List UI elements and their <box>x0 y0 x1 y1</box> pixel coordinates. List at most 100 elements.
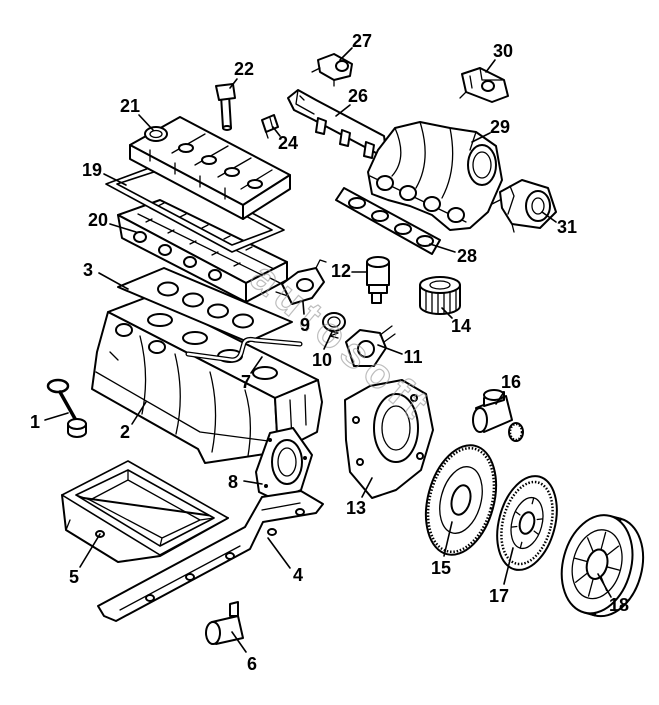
callout-label-13: 13 <box>346 498 366 518</box>
flywheel-face <box>439 466 483 534</box>
head-port-3 <box>183 256 197 268</box>
small-sensor-part <box>261 114 279 139</box>
coil-tip <box>222 125 232 131</box>
head-port-2 <box>158 244 172 256</box>
flywheel-part <box>424 444 498 556</box>
callout-label-9: 9 <box>300 315 310 335</box>
regulator-stub <box>311 67 335 87</box>
callout-label-10: 10 <box>312 350 332 370</box>
spark-plug-well-1 <box>178 143 194 153</box>
crankshaft-seal-housing-part <box>255 427 313 501</box>
sensor-hex <box>368 284 388 294</box>
intake-gasket-hole-2 <box>371 210 389 222</box>
callout-label-31: 31 <box>557 217 577 237</box>
engine-block-part <box>91 295 323 464</box>
seal-bolt-1 <box>268 438 272 442</box>
callout-labels: 1 2 3 4 5 6 7 8 9 10 11 12 13 14 15 16 1… <box>30 31 629 674</box>
dipstick-tube-part <box>185 336 303 363</box>
callout-label-28: 28 <box>457 246 477 266</box>
valve-cover-gasket-part <box>105 163 285 253</box>
leader-lines <box>44 47 612 653</box>
sensor-thread <box>371 292 382 304</box>
runner-port-4 <box>447 207 465 223</box>
intake-gasket-hole-4 <box>416 235 434 247</box>
leader-line-8 <box>243 480 263 485</box>
dipstick-tube-inner <box>186 338 302 362</box>
clutch-disc-springs <box>510 497 544 549</box>
plenum-opening-inner <box>472 151 492 179</box>
callout-label-12: 12 <box>331 261 351 281</box>
adapter-hole-4 <box>410 394 418 402</box>
oil-pan-part <box>61 460 229 563</box>
leader-line-30 <box>485 59 496 73</box>
head-gasket-bore-4 <box>232 313 254 329</box>
callout-label-11: 11 <box>403 347 422 367</box>
leader-line-31 <box>541 211 557 223</box>
valve-cover-gasket-ring <box>105 163 285 253</box>
leader-line-19 <box>103 173 127 186</box>
adapter-hole-3 <box>416 452 424 460</box>
callout-label-27: 27 <box>352 31 372 51</box>
leader-line-4 <box>267 537 291 569</box>
callout-label-15: 15 <box>431 558 451 578</box>
callout-label-4: 4 <box>293 565 303 585</box>
thermostat-inner <box>327 316 341 328</box>
callout-label-18: 18 <box>609 595 629 615</box>
head-port-4 <box>208 269 222 281</box>
callout-label-22: 22 <box>234 59 254 79</box>
throttle-body-part <box>491 179 557 233</box>
oil-pressure-sensor-part <box>366 256 390 304</box>
starter-end-cap <box>472 407 488 433</box>
dipstick-cap-top <box>67 418 87 430</box>
leader-line-28 <box>429 243 456 253</box>
leader-line-13 <box>361 477 373 498</box>
valve-cover-part <box>129 116 291 220</box>
crossmember-hole-2 <box>185 573 195 581</box>
leader-line-14 <box>441 307 453 319</box>
seal-bolt-2 <box>303 456 307 460</box>
callout-label-8: 8 <box>228 472 238 492</box>
leader-line-10 <box>323 331 333 350</box>
regulator-port <box>335 60 349 72</box>
leader-line-1 <box>44 412 69 421</box>
clutch-disc-lining <box>500 480 554 566</box>
leader-line-9 <box>302 301 305 315</box>
leader-line-2 <box>131 401 147 425</box>
starter-gear-teeth <box>508 422 524 442</box>
leader-line-16 <box>495 391 505 405</box>
intake-gasket-part <box>335 187 441 255</box>
oil-filter-port <box>429 280 451 290</box>
thermostat-part <box>322 312 346 339</box>
adapter-hole-2 <box>356 458 364 466</box>
adapter-plate-part <box>344 379 434 499</box>
intake-manifold-body <box>367 121 503 231</box>
leader-line-11 <box>377 344 403 355</box>
crossmember-hole-1 <box>145 594 155 602</box>
sensor-top <box>366 256 390 268</box>
block-port-2 <box>148 340 166 354</box>
callout-label-30: 30 <box>493 41 513 61</box>
coolant-outlet-part <box>269 259 327 305</box>
throttle-bore <box>525 190 551 222</box>
callout-label-29: 29 <box>490 117 510 137</box>
leader-line-29 <box>471 132 491 143</box>
spark-plug-well-4 <box>247 179 263 189</box>
valve-cover-end <box>242 174 291 220</box>
adapter-plate-opening-inner <box>381 405 411 451</box>
fuel-injectors <box>315 117 375 159</box>
block-bore-1 <box>147 313 173 327</box>
leader-line-6 <box>231 631 247 653</box>
callout-label-16: 16 <box>501 372 521 392</box>
engine-crossmember-part <box>97 490 324 622</box>
pressure-plate-ring <box>571 529 623 600</box>
leader-line-7 <box>250 356 263 374</box>
crossmember-hole-5 <box>295 508 305 516</box>
clutch-disc-hub <box>518 511 536 535</box>
leader-line-22 <box>229 78 238 89</box>
callout-label-26: 26 <box>348 86 368 106</box>
leader-line-15 <box>443 521 453 557</box>
crossmember-hole-3 <box>225 552 235 560</box>
throttle-linkage <box>491 185 515 233</box>
leader-line-20 <box>109 223 137 233</box>
runner-port-1 <box>376 175 394 191</box>
